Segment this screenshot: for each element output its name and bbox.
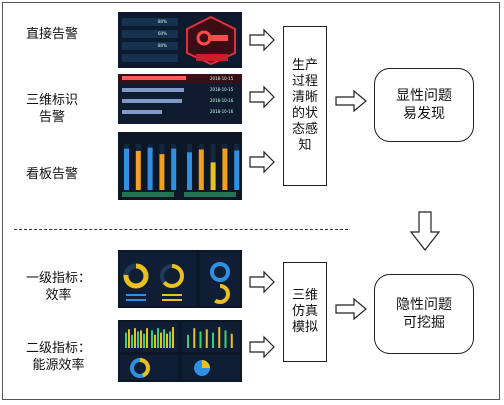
label-level2-index: 二级指标： 能源效率 — [26, 340, 91, 374]
kanban-footer-right — [184, 192, 236, 197]
box-3d-simulation: 三维 仿真 模拟 — [283, 262, 327, 362]
arrow-level1-to-simulation — [249, 270, 275, 294]
box-process-awareness: 生产 过程 清晰 的状 态感 知 — [283, 26, 327, 186]
energy-b-bar-2 — [157, 328, 159, 348]
hidden-line-2: 可挖掘 — [403, 315, 445, 331]
simulation-line-1: 三维 — [291, 288, 318, 303]
process-line-1: 生产 — [291, 58, 318, 73]
energy-c-bar-2 — [199, 331, 202, 348]
kanban-bar-7 — [210, 162, 216, 190]
list-date-2: 2018-10-15 — [210, 87, 234, 92]
energy-a-bar-6 — [143, 333, 145, 348]
kanban-bar-3 — [159, 154, 165, 190]
energy-b-bar-6 — [169, 331, 171, 348]
arrow-direct-to-process — [249, 28, 275, 52]
energy-a-bar-3 — [134, 328, 136, 348]
arrow-process-to-explicit — [335, 89, 367, 113]
energy-c-bar-6 — [224, 330, 227, 348]
energy-a-bar-0 — [125, 332, 127, 348]
explicit-line-2: 易发现 — [403, 106, 445, 122]
box-explicit-problems: 显性问题 易发现 — [374, 68, 474, 142]
process-line-4: 的状 — [291, 106, 318, 121]
process-line-6: 知 — [298, 138, 312, 153]
kanban-bar-9 — [234, 150, 240, 190]
list-date-4: 2018-10-16 — [210, 109, 234, 114]
label-3d-alarm-line2: 告警 — [39, 110, 66, 125]
alarm-value-3: 80% — [158, 43, 167, 48]
energy-a-bar-1 — [128, 329, 130, 348]
energy-bar-charts — [120, 322, 240, 380]
energy-a-bar-5 — [140, 330, 142, 348]
alarm-table: 80% 60% 80% — [122, 16, 180, 64]
kanban-bar-4 — [171, 148, 177, 190]
label-3d-alarm: 三维标识 告警 — [26, 92, 78, 126]
energy-a-bar-4 — [137, 331, 139, 348]
energy-c-bar-0 — [187, 334, 189, 348]
energy-c-bar-5 — [218, 327, 221, 348]
process-line-2: 过程 — [291, 74, 318, 89]
energy-a-bar-2 — [131, 334, 133, 348]
kanban-bar-5 — [187, 152, 192, 190]
energy-b-bar-3 — [160, 332, 162, 348]
energy-a-bar-7 — [146, 328, 148, 348]
alarm-hexagon — [186, 15, 236, 66]
label-level1-line2: 效率 — [45, 288, 72, 303]
thumb-3d-alarm-list: 2018-10-15 2018-10-15 2018-10-16 2018-10… — [118, 74, 242, 124]
arrow-level2-to-simulation — [249, 335, 275, 359]
energy-b-bar-0 — [151, 330, 153, 348]
energy-b-bar-5 — [166, 333, 168, 348]
alarm-value-1: 80% — [158, 19, 167, 24]
kanban-bar-1 — [135, 150, 141, 190]
process-line-3: 清晰 — [291, 90, 318, 105]
energy-b-bar-7 — [172, 327, 174, 348]
arrow-3d-to-process — [249, 85, 275, 109]
box-hidden-problems: 隐性问题 可挖掘 — [374, 274, 474, 354]
label-level2-line1: 二级指标： — [26, 341, 92, 356]
section-divider — [14, 229, 348, 230]
simulation-line-2: 仿真 — [291, 304, 318, 319]
label-level1-line1: 一级指标： — [26, 271, 92, 286]
energy-c-bar-7 — [230, 333, 233, 348]
label-level1-index: 一级指标： 效率 — [26, 270, 91, 304]
kanban-bar-0 — [124, 148, 129, 190]
energy-b-bar-4 — [163, 329, 165, 348]
list-date-3: 2018-10-16 — [210, 98, 234, 103]
arrow-kanban-to-process — [249, 150, 275, 174]
diagram-frame — [2, 2, 500, 400]
kanban-bar-8 — [222, 148, 228, 190]
explicit-line-1: 显性问题 — [396, 88, 452, 104]
energy-c-bar-4 — [212, 332, 214, 348]
kanban-bar-chart — [122, 144, 240, 197]
thumb-direct-alarm: 80% 60% 80% — [118, 12, 242, 68]
thumb-kanban-board — [118, 132, 242, 200]
hidden-line-1: 隐性问题 — [396, 297, 452, 313]
list-date-1: 2018-10-15 — [210, 76, 234, 81]
thumb-efficiency-dashboard — [118, 250, 242, 308]
process-line-5: 态感 — [291, 122, 318, 137]
kanban-bar-2 — [147, 147, 153, 190]
label-3d-alarm-line1: 三维标识 — [26, 93, 79, 108]
efficiency-gauges — [120, 252, 240, 306]
thumb-energy-dashboard — [118, 320, 242, 382]
arrow-explicit-to-hidden — [409, 211, 441, 251]
alarm-value-2: 60% — [158, 31, 167, 36]
label-level2-line2: 能源效率 — [32, 358, 85, 373]
energy-c-bar-1 — [193, 328, 196, 348]
kanban-bar-6 — [198, 149, 204, 190]
arrow-simulation-to-hidden — [335, 297, 367, 321]
energy-c-bar-3 — [205, 329, 208, 348]
label-kanban-alarm: 看板告警 — [26, 167, 79, 182]
kanban-footer-left — [122, 192, 174, 197]
energy-b-bar-1 — [154, 334, 156, 348]
label-direct-alarm: 直接告警 — [26, 27, 79, 42]
simulation-line-3: 模拟 — [291, 320, 318, 335]
